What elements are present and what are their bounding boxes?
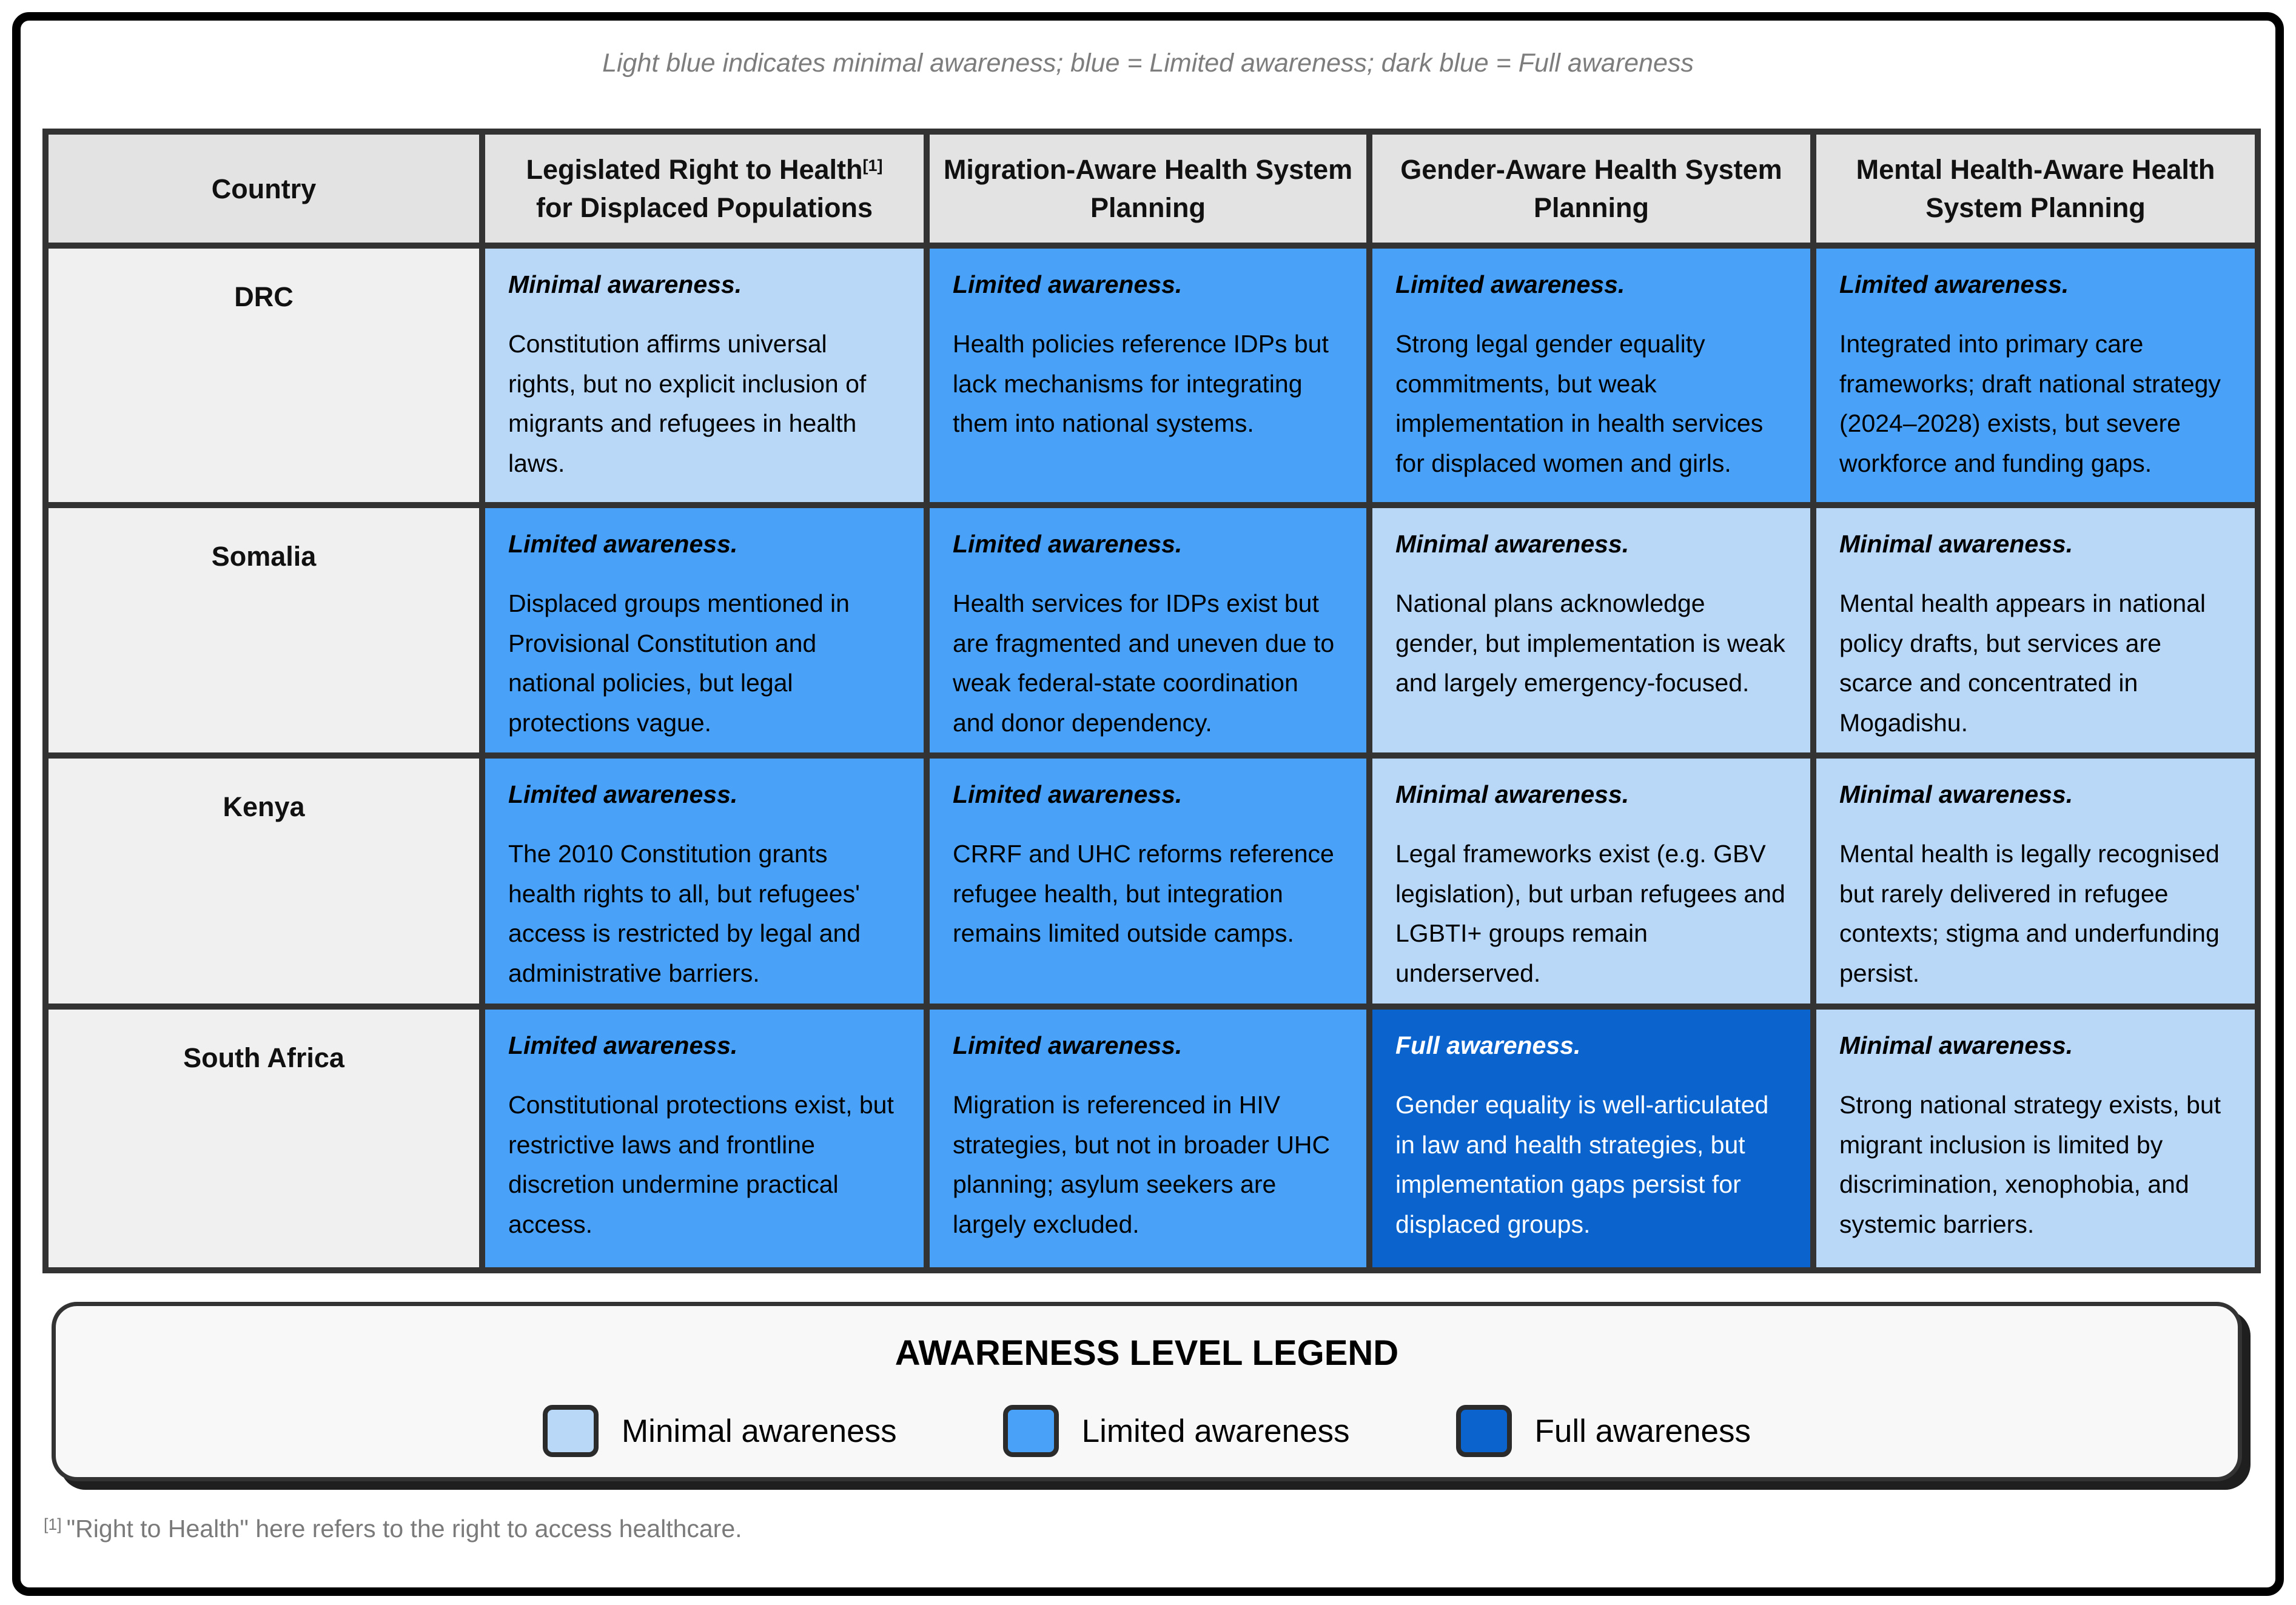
legend-swatch [1455, 1405, 1512, 1457]
legend-title: AWARENESS LEVEL LEGEND [895, 1333, 1399, 1373]
legend-item-limited: Limited awareness [1002, 1405, 1350, 1457]
awareness-level-label: Limited awareness. [508, 780, 738, 808]
matrix-cell: Minimal awareness. Legal frameworks exis… [1366, 752, 1816, 1010]
footnote-marker: [1] [44, 1515, 62, 1534]
matrix-cell: Minimal awareness. Mental health is lega… [1810, 752, 2261, 1010]
awareness-description: Mental health appears in national policy… [1839, 589, 2206, 737]
awareness-description: Strong legal gender equality commitments… [1395, 330, 1764, 477]
awareness-level-label: Limited awareness. [953, 780, 1183, 808]
awareness-description: Health services for IDPs exist but are f… [953, 589, 1335, 737]
awareness-description: Constitutional protections exist, but re… [508, 1091, 894, 1238]
matrix-cell: Limited awareness. Migration is referenc… [924, 1004, 1372, 1273]
awareness-description: Displaced groups mentioned in Provisiona… [508, 589, 850, 737]
matrix-cell: Limited awareness. Displaced groups ment… [479, 502, 930, 759]
legend-items: Minimal awareness Limited awareness Full… [56, 1405, 2238, 1457]
col-header-migration-aware: Migration-Aware Health System Planning [924, 129, 1372, 249]
awareness-level-label: Limited awareness. [953, 530, 1183, 558]
awareness-level-label: Minimal awareness. [1839, 780, 2073, 808]
matrix-cell: Limited awareness. CRRF and UHC reforms … [924, 752, 1372, 1010]
matrix-cell: Minimal awareness. National plans acknow… [1366, 502, 1816, 759]
awareness-description: Strong national strategy exists, but mig… [1839, 1091, 2221, 1238]
col-header-country: Country [42, 129, 485, 249]
awareness-matrix-table: Country Legislated Right to Health[1]for… [42, 129, 2261, 1273]
awareness-description: Constitution affirms universal rights, b… [508, 330, 867, 477]
legend-swatch [1002, 1405, 1059, 1457]
awareness-level-label: Minimal awareness. [1839, 1031, 2073, 1059]
awareness-description: Health policies reference IDPs but lack … [953, 330, 1329, 438]
awareness-description: Legal frameworks exist (e.g. GBV legisla… [1395, 840, 1785, 987]
awareness-description: Mental health is legally recognised but … [1839, 840, 2220, 987]
col-header-mental-health-aware: Mental Health-Aware Health System Planni… [1810, 129, 2261, 249]
awareness-level-label: Limited awareness. [1839, 270, 2069, 298]
matrix-cell: Limited awareness. The 2010 Constitution… [479, 752, 930, 1010]
legend-label: Full awareness [1534, 1413, 1751, 1449]
matrix-cell: Minimal awareness. Mental health appears… [1810, 502, 2261, 759]
table-row-kenya: Kenya Limited awareness. The 2010 Consti… [42, 752, 2261, 1010]
legend-item-full: Full awareness [1455, 1405, 1751, 1457]
awareness-level-label: Minimal awareness. [1395, 530, 1630, 558]
awareness-description: The 2010 Constitution grants health righ… [508, 840, 861, 987]
table-row-somalia: Somalia Limited awareness. Displaced gro… [42, 502, 2261, 759]
matrix-cell: Limited awareness. Integrated into prima… [1810, 243, 2261, 508]
legend-swatch [543, 1405, 599, 1457]
country-cell: DRC [42, 243, 485, 508]
legend-item-minimal: Minimal awareness [543, 1405, 897, 1457]
legend-label: Limited awareness [1081, 1413, 1350, 1449]
col-header-legislated-right: Legislated Right to Health[1]for Displac… [479, 129, 930, 249]
awareness-level-label: Minimal awareness. [1839, 530, 2073, 558]
awareness-level-label: Full awareness. [1395, 1031, 1581, 1059]
country-cell: Somalia [42, 502, 485, 759]
awareness-level-label: Minimal awareness. [1395, 780, 1630, 808]
awareness-description: National plans acknowledge gender, but i… [1395, 589, 1785, 697]
footnote-ref: [1] [862, 156, 883, 175]
matrix-cell: Limited awareness. Health services for I… [924, 502, 1372, 759]
col-header-gender-aware: Gender-Aware Health System Planning [1366, 129, 1816, 249]
awareness-level-label: Limited awareness. [953, 270, 1183, 298]
awareness-description: CRRF and UHC reforms reference refugee h… [953, 840, 1334, 948]
awareness-description: Integrated into primary care frameworks;… [1839, 330, 2221, 477]
legend-label: Minimal awareness [622, 1413, 897, 1449]
awareness-description: Migration is referenced in HIV strategie… [953, 1091, 1331, 1238]
matrix-cell: Minimal awareness. Strong national strat… [1810, 1004, 2261, 1273]
matrix-cell: Full awareness. Gender equality is well-… [1366, 1004, 1816, 1273]
header-row: Country Legislated Right to Health[1]for… [42, 129, 2261, 249]
figure-caption: Light blue indicates minimal awareness; … [602, 49, 1694, 78]
country-cell: South Africa [42, 1004, 485, 1273]
awareness-level-label: Limited awareness. [953, 1031, 1183, 1059]
matrix-cell: Minimal awareness. Constitution affirms … [479, 243, 930, 508]
footnote: [1]"Right to Health" here refers to the … [44, 1515, 742, 1543]
country-cell: Kenya [42, 752, 485, 1010]
matrix-cell: Limited awareness. Strong legal gender e… [1366, 243, 1816, 508]
awareness-level-label: Limited awareness. [508, 1031, 738, 1059]
footnote-text: "Right to Health" here refers to the rig… [66, 1515, 742, 1543]
awareness-level-label: Limited awareness. [508, 530, 738, 558]
table-row-drc: DRC Minimal awareness. Constitution affi… [42, 243, 2261, 508]
awareness-description: Gender equality is well-articulated in l… [1395, 1091, 1769, 1238]
matrix-cell: Limited awareness. Health policies refer… [924, 243, 1372, 508]
awareness-level-label: Limited awareness. [1395, 270, 1625, 298]
matrix-cell: Limited awareness. Constitutional protec… [479, 1004, 930, 1273]
legend-box: AWARENESS LEVEL LEGEND Minimal awareness… [52, 1302, 2242, 1481]
table-row-south-africa: South Africa Limited awareness. Constitu… [42, 1004, 2261, 1273]
awareness-level-label: Minimal awareness. [508, 270, 742, 298]
